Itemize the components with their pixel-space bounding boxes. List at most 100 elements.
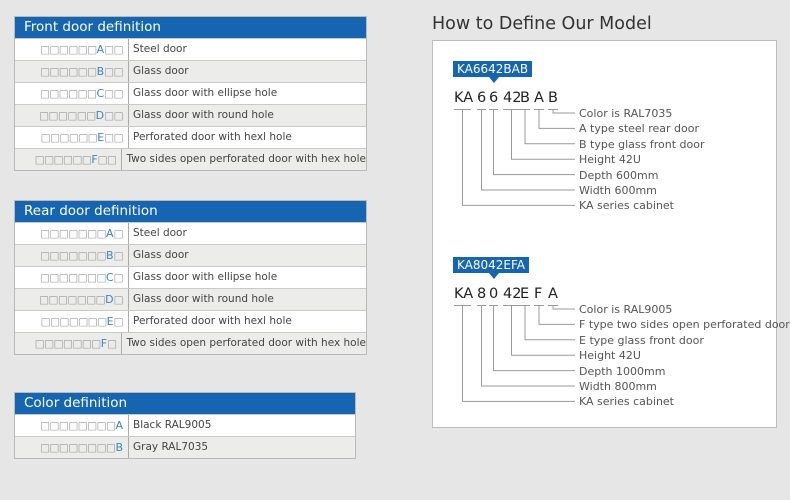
code-pattern: □□□□□□□□A: [15, 415, 129, 436]
code-description: Perforated door with hexl hole: [133, 315, 292, 327]
table-row: □□□□□□E□□Perforated door with hexl hole: [15, 126, 366, 148]
table-row: □□□□□□D□□ Glass door with round hole: [15, 104, 366, 126]
code-prefix: □□□□□□□□: [40, 420, 116, 432]
code-letter: D: [105, 293, 114, 306]
code-description: Glass door: [133, 249, 189, 261]
code-description: Two sides open perforated door with hex …: [126, 337, 366, 349]
code-prefix: □□□□□□□: [39, 294, 106, 306]
code-prefix: □□□□□□□: [40, 228, 107, 240]
code-description: Glass door with ellipse hole: [133, 87, 278, 99]
code-part: 0: [489, 286, 499, 302]
code-description: Gray RAL7035: [133, 441, 209, 453]
connector-line: [520, 305, 575, 341]
code-part-description: F type two sides open perforated door: [579, 318, 790, 332]
code-part: A: [534, 90, 544, 106]
code-description: Glass door with ellipse hole: [133, 271, 278, 283]
code-pattern: □□□□□□□□B: [15, 437, 129, 458]
code-prefix: □□□□□□: [39, 88, 97, 100]
table-row: □□□□□□C□□ Glass door with ellipse hole: [15, 82, 366, 104]
model-code-badge: KA6642BAB: [453, 61, 533, 83]
code-letter: A: [96, 43, 105, 56]
rear-door-table: Rear door definition□□□□□□□A□Steel door□…: [14, 200, 367, 355]
code-suffix: □: [113, 294, 124, 306]
code-description: Two sides open perforated door with hex …: [126, 153, 366, 165]
connector-line: [477, 109, 575, 191]
code-pattern: □□□□□□□B□: [15, 245, 129, 266]
code-pattern: □□□□□□E□□: [15, 127, 129, 148]
code-part: B: [548, 90, 558, 106]
code-letter: E: [106, 315, 114, 328]
code-part: B: [520, 90, 530, 106]
code-suffix: □□: [104, 132, 123, 144]
code-letter: B: [96, 65, 105, 78]
code-description: Steel door: [133, 227, 187, 239]
code-prefix: □□□□□□: [40, 44, 97, 56]
code-suffix: □: [113, 250, 124, 262]
code-suffix: □□: [97, 154, 117, 166]
code-letter: B: [106, 249, 114, 262]
connector-lines: [454, 109, 575, 206]
table-row: □□□□□□F□□Two sides open perforated door …: [15, 148, 366, 170]
code-part: 42: [503, 286, 522, 302]
code-pattern: □□□□□□□C□: [15, 267, 129, 288]
code-suffix: □□: [104, 110, 123, 122]
code-suffix: □□: [104, 44, 123, 56]
code-suffix: □: [113, 272, 124, 284]
code-part-description: KA series cabinet: [579, 395, 674, 409]
table-row: □□□□□□□E□ Perforated door with hexl hole: [15, 310, 366, 332]
connector-line: [454, 305, 575, 402]
code-pattern: □□□□□□□E□: [15, 311, 129, 332]
code-letter: D: [95, 109, 105, 122]
model-title: How to Define Our Model: [432, 14, 652, 34]
code-description: Glass door with round hole: [133, 293, 274, 305]
code-description: Glass door with round hole: [133, 109, 274, 121]
connector-line: [534, 109, 575, 129]
code-prefix: □□□□□□: [39, 110, 96, 122]
connector-line: [477, 305, 575, 387]
table-header: Color definition: [15, 393, 355, 414]
code-part: 6: [489, 90, 499, 106]
code-letter: A: [106, 227, 114, 240]
code-prefix: □□□□□□□: [39, 272, 106, 284]
code-pattern: □□□□□□D□□: [15, 105, 129, 126]
code-letter: C: [96, 87, 105, 100]
code-description: Steel door: [133, 43, 187, 55]
code-part-description: Color is RAL7035: [579, 107, 673, 120]
code-part: KA: [454, 90, 474, 106]
code-suffix: □: [113, 316, 124, 328]
code-prefix: □□□□□□□: [40, 250, 107, 262]
code-pattern: □□□□□□□F□: [15, 333, 123, 354]
code-letter: B: [115, 441, 123, 454]
table-row: □□□□□□□A□Steel door: [15, 222, 366, 244]
connector-line: [503, 305, 575, 356]
code-prefix: □□□□□□: [34, 154, 92, 166]
connector-lines: [454, 305, 575, 402]
code-pattern: □□□□□□A□□: [15, 39, 129, 60]
connector-line: [489, 305, 575, 372]
connector-line: [520, 109, 575, 145]
code-part-description: Color is RAL9005: [579, 303, 673, 316]
code-part-description: Depth 1000mm: [579, 364, 666, 378]
code-part-description: KA series cabinet: [579, 199, 674, 213]
table-header: Rear door definition: [15, 201, 366, 222]
code-pattern: □□□□□□□D□: [15, 289, 129, 310]
code-part: A: [548, 286, 558, 302]
connector-line: [503, 109, 575, 160]
code-part: 8: [477, 286, 487, 302]
code-part-description: E type glass front door: [579, 333, 704, 347]
code-part-description: A type steel rear door: [579, 122, 699, 136]
code-letter: A: [115, 419, 123, 432]
code-letter: E: [97, 131, 105, 144]
code-prefix: □□□□□□: [40, 66, 97, 78]
code-prefix: □□□□□□□□: [40, 442, 116, 454]
code-description: Glass door: [133, 65, 189, 77]
code-part-description: Height 42U: [579, 349, 641, 363]
code-part: 6: [477, 90, 487, 106]
code-pattern: □□□□□□C□□: [15, 83, 129, 104]
code-part-description: Width 600mm: [579, 184, 657, 197]
table-row: □□□□□□□F□Two sides open perforated door …: [15, 332, 366, 354]
code-letter: C: [105, 271, 114, 284]
